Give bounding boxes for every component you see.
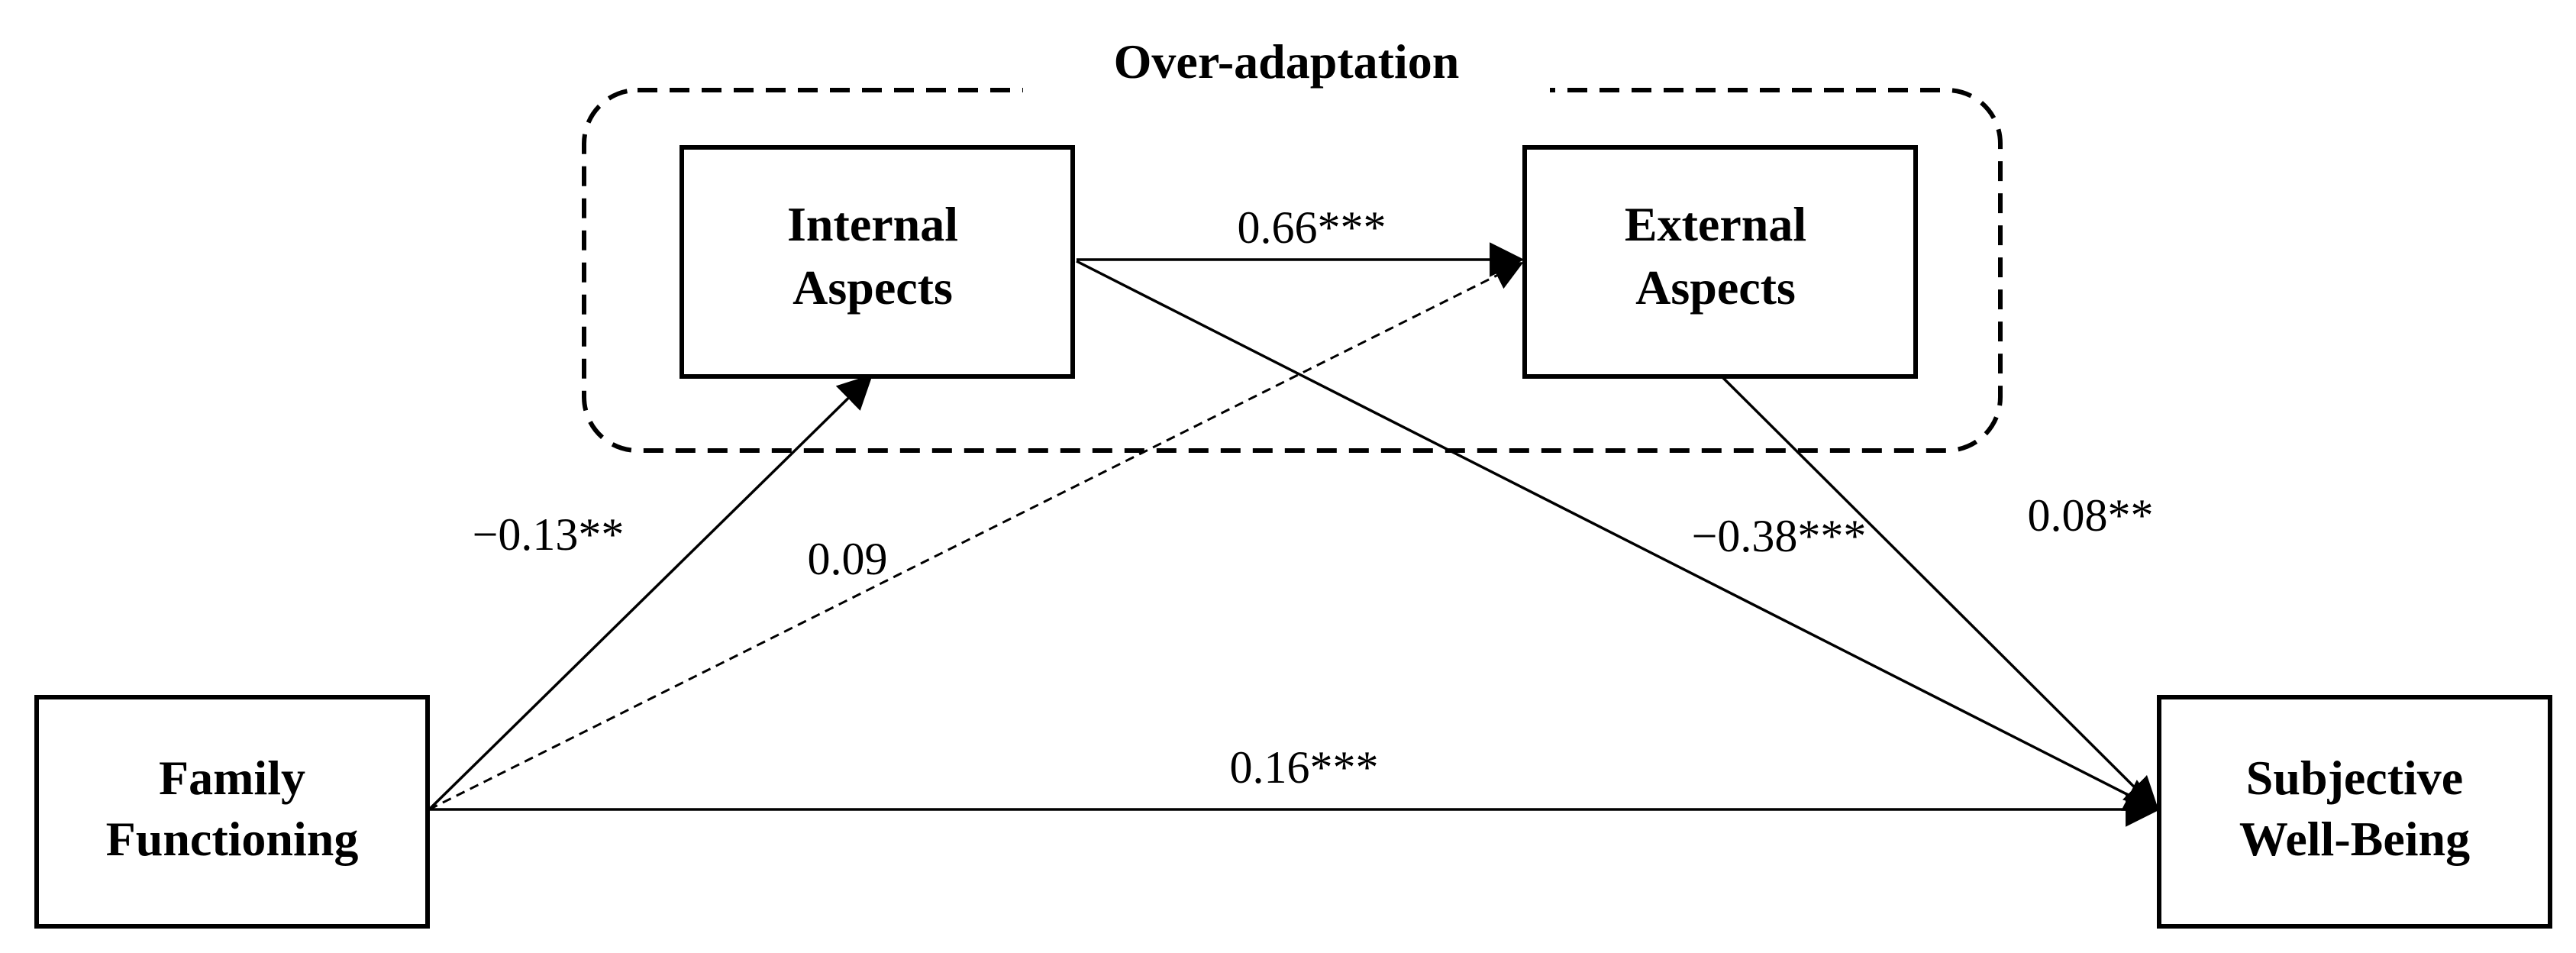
coef-internal-to-external: 0.66*** <box>1238 202 1386 253</box>
coef-external-to-wellbeing: 0.08** <box>2028 490 2154 541</box>
path-family-to-internal <box>428 373 873 811</box>
family-functioning-line2: Functioning <box>106 812 359 866</box>
subjective-well-being-box <box>2157 695 2552 929</box>
internal-aspects-line1: Internal <box>787 197 958 251</box>
path-internal-to-wellbeing <box>1076 260 2161 812</box>
group-title-gap <box>1023 69 1550 115</box>
internal-aspects-box <box>680 145 1075 379</box>
node-family-functioning: Family Functioning <box>34 695 430 929</box>
path-external-to-wellbeing <box>1720 375 2160 812</box>
coefficient-labels: 0.66*** −0.13** 0.09 −0.38*** 0.08** 0.1… <box>473 202 2154 793</box>
internal-aspects-line2: Aspects <box>792 260 953 315</box>
external-aspects-box <box>1522 145 1918 379</box>
subjective-well-being-line2: Well-Being <box>2239 812 2470 866</box>
node-external-aspects: External Aspects <box>1522 145 1918 379</box>
paths <box>428 242 2161 827</box>
path-family-to-external <box>428 262 1524 811</box>
subjective-well-being-line1: Subjective <box>2246 751 2463 805</box>
coef-family-to-wellbeing: 0.16*** <box>1230 742 1379 793</box>
coef-family-to-internal: −0.13** <box>473 509 625 560</box>
external-aspects-line1: External <box>1625 197 1806 251</box>
external-aspects-line2: Aspects <box>1635 260 1796 315</box>
node-subjective-well-being: Subjective Well-Being <box>2157 695 2552 929</box>
family-functioning-box <box>34 695 430 929</box>
coef-family-to-external: 0.09 <box>808 534 888 584</box>
coef-internal-to-wellbeing: −0.38*** <box>1692 511 1867 561</box>
over-adaptation-group: Over-adaptation <box>582 34 2003 453</box>
node-internal-aspects: Internal Aspects <box>680 145 1075 379</box>
family-functioning-line1: Family <box>159 751 305 805</box>
group-title: Over-adaptation <box>1114 34 1460 89</box>
